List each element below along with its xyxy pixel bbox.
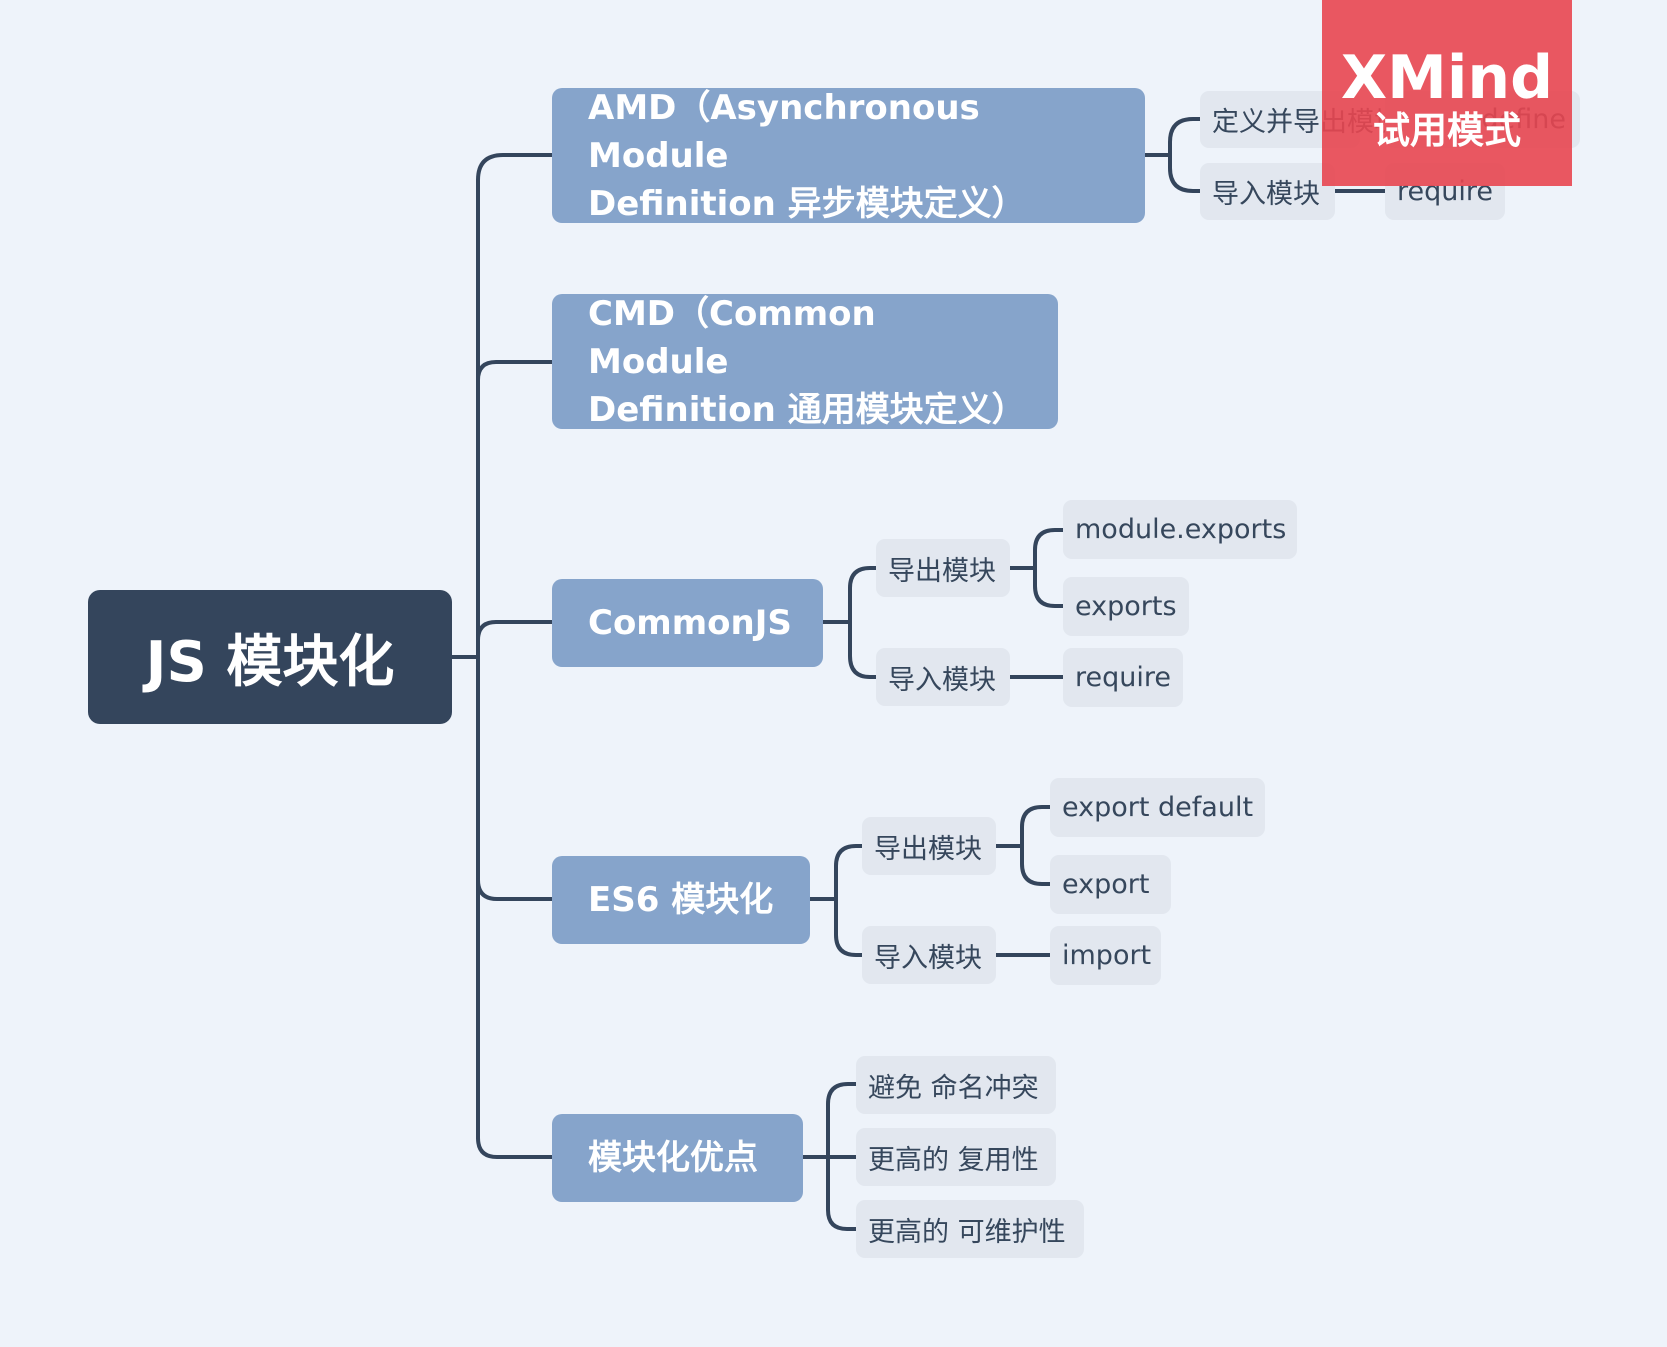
advantages-connector (801, 1082, 858, 1231)
es6-connector (808, 844, 864, 957)
branch-es6 (476, 878, 554, 901)
es6-import-value-label: import (1062, 940, 1152, 971)
topic-cmd-label-line2: Definition 通用模块定义） (588, 389, 1026, 430)
es6-import-topic[interactable]: 导入模块 (862, 926, 996, 984)
topic-es6-label: ES6 模块化 (588, 880, 774, 920)
topic-cmd[interactable]: CMD（Common Module Definition 通用模块定义） (552, 294, 1058, 430)
topic-amd[interactable]: AMD（Asynchronous Module Definition 异步模块定… (552, 88, 1145, 224)
amd-connector (1143, 117, 1202, 193)
commonjs-export-topic[interactable]: 导出模块 (876, 539, 1010, 597)
es6-export-default-label: export default (1062, 792, 1254, 823)
branch-cmd (476, 360, 554, 382)
root-topic[interactable]: JS 模块化 (88, 590, 452, 724)
branch-advantages (476, 1136, 554, 1159)
es6-export-default-topic[interactable]: export default (1050, 778, 1265, 837)
advantage-item-label: 更高的 可维护性 (868, 1216, 1066, 1248)
commonjs-module-exports-label: module.exports (1075, 514, 1287, 545)
topic-advantages[interactable]: 模块化优点 (552, 1114, 803, 1202)
topic-advantages-label: 模块化优点 (588, 1138, 758, 1178)
branch-commonjs (476, 620, 554, 642)
amd-import-label: 导入模块 (1212, 179, 1320, 210)
es6-export-topic[interactable]: 导出模块 (862, 817, 996, 875)
advantage-item-label: 避免 命名冲突 (868, 1072, 1039, 1104)
commonjs-connector (821, 566, 878, 679)
es6-export-connector (994, 805, 1052, 886)
es6-export-label: 导出模块 (874, 833, 982, 865)
commonjs-exports-label: exports (1075, 591, 1177, 622)
commonjs-import-topic[interactable]: 导入模块 (876, 648, 1010, 706)
topic-cmd-label-line1: CMD（Common Module (588, 293, 876, 382)
topic-es6[interactable]: ES6 模块化 (552, 856, 810, 944)
advantage-item[interactable]: 更高的 可维护性 (856, 1200, 1084, 1258)
topic-amd-label-line2: Definition 异步模块定义） (588, 183, 1026, 224)
commonjs-require-label: require (1075, 662, 1171, 693)
root-topic-label: JS 模块化 (145, 629, 395, 695)
es6-import-label: 导入模块 (874, 942, 982, 974)
topic-commonjs-label: CommonJS (588, 603, 792, 643)
es6-export-named-topic[interactable]: export (1050, 855, 1171, 914)
watermark-logo: XMind (1340, 43, 1554, 113)
amd-import-topic[interactable]: 导入模块 (1200, 163, 1335, 220)
advantage-item[interactable]: 避免 命名冲突 (856, 1056, 1056, 1114)
commonjs-import-label: 导入模块 (888, 664, 996, 696)
commonjs-require-topic[interactable]: require (1063, 648, 1183, 707)
es6-export-named-label: export (1062, 869, 1150, 900)
commonjs-exports-topic[interactable]: exports (1063, 577, 1189, 636)
advantage-item-label: 更高的 复用性 (868, 1144, 1039, 1176)
es6-import-value-topic[interactable]: import (1050, 926, 1161, 985)
commonjs-export-connector (1008, 528, 1065, 608)
trial-watermark: XMind 试用模式 (1322, 0, 1572, 186)
commonjs-export-label: 导出模块 (888, 555, 996, 587)
branch-amd (476, 153, 554, 182)
commonjs-module-exports-topic[interactable]: module.exports (1063, 500, 1297, 559)
watermark-text: 试用模式 (1373, 109, 1521, 152)
topic-amd-label-line1: AMD（Asynchronous Module (588, 87, 980, 176)
topic-commonjs[interactable]: CommonJS (552, 579, 823, 667)
advantage-item[interactable]: 更高的 复用性 (856, 1128, 1056, 1186)
